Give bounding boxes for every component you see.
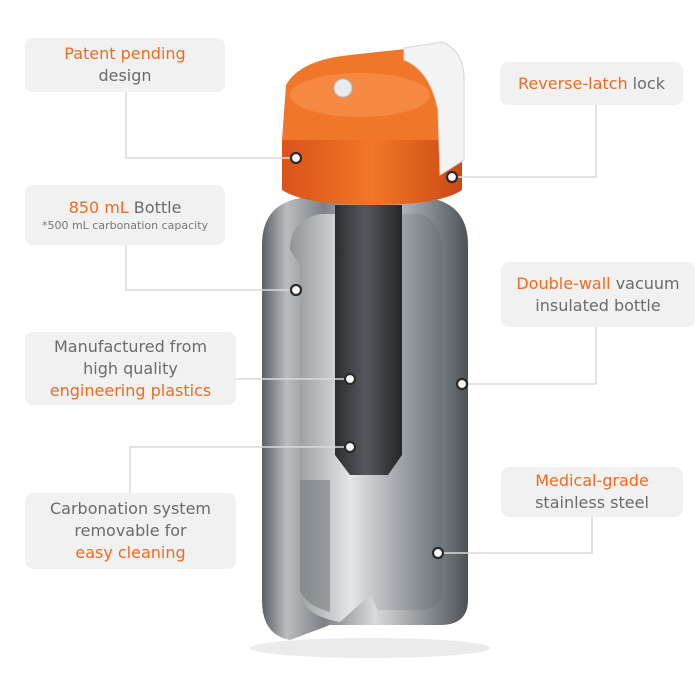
- callout-patent-pending: Patent pending design: [25, 38, 225, 92]
- inner-wall-shadow: [300, 480, 330, 612]
- marker-dot-plastics: [343, 372, 357, 386]
- leader-latch: [452, 105, 597, 178]
- callout-plastics-line2: high quality: [83, 358, 178, 378]
- callout-steel-line2: stainless steel: [535, 493, 649, 512]
- callout-insulated-text: vacuum: [610, 273, 680, 293]
- callout-cleaning-line1: Carbonation system: [49, 499, 212, 518]
- callout-cleaning-accent: easy cleaning: [75, 543, 186, 562]
- cap-base: [282, 140, 462, 205]
- marker-dot-bottle: [289, 283, 303, 297]
- callout-patent-accent: Patent pending: [64, 44, 186, 63]
- leader-steel: [438, 517, 593, 554]
- marker-dot-patent: [289, 151, 303, 165]
- callout-plastics-accent: engineering plastics: [49, 380, 212, 400]
- callout-bottle-note: *500 mL carbonation capacity: [41, 219, 209, 232]
- leader-insulated: [462, 327, 597, 385]
- callout-patent-text: design: [98, 66, 152, 85]
- cap-button: [333, 78, 353, 98]
- callout-reverse-latch: Reverse-latch lock: [500, 62, 683, 105]
- callout-bottle-accent: 850 mL: [68, 198, 129, 217]
- callout-easy-cleaning: Carbonation system removable for easy cl…: [25, 493, 236, 569]
- callout-bottle-capacity: 850 mL Bottle *500 mL carbonation capaci…: [25, 185, 225, 245]
- marker-dot-insulated: [455, 377, 469, 391]
- callout-double-wall: Double-wall vacuum insulated bottle: [501, 262, 695, 327]
- callout-engineering-plastics: Manufactured from high quality engineeri…: [25, 332, 236, 405]
- carbonation-tube: [335, 205, 402, 475]
- callout-insulated-accent: Double-wall: [516, 273, 611, 293]
- callout-bottle-text: Bottle: [128, 198, 182, 217]
- leader-bottle: [125, 245, 296, 291]
- callout-latch-text: lock: [627, 73, 665, 93]
- leader-cleaning: [129, 446, 350, 493]
- floor-shadow: [250, 638, 490, 658]
- leader-patent: [125, 92, 296, 159]
- marker-dot-cleaning: [343, 440, 357, 454]
- leader-lines: [125, 92, 597, 554]
- callout-cleaning-line2: removable for: [74, 521, 187, 540]
- latch-piece: [403, 41, 465, 176]
- callout-insulated-line2: insulated bottle: [535, 295, 661, 315]
- callout-steel-accent: Medical-grade: [535, 471, 649, 490]
- callout-plastics-line1: Manufactured from: [53, 336, 208, 356]
- callout-medical-grade: Medical-grade stainless steel: [501, 467, 683, 517]
- marker-dot-steel: [431, 546, 445, 560]
- cap-lid-sheen: [290, 73, 430, 117]
- marker-dot-latch: [445, 170, 459, 184]
- callout-latch-accent: Reverse-latch: [518, 73, 628, 93]
